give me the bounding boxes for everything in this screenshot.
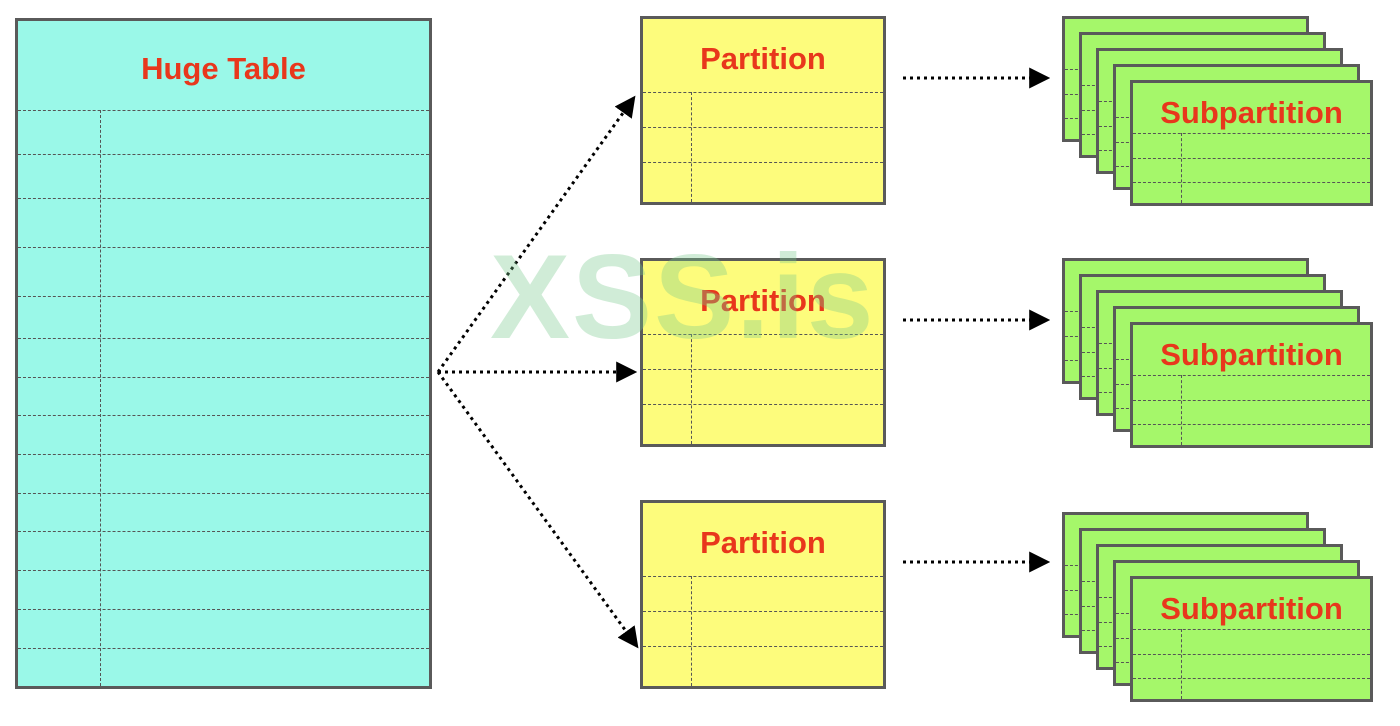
partition-title: Partition <box>700 41 826 76</box>
row-divider <box>18 296 429 297</box>
subpartition-front-card: Subpartition <box>1130 80 1373 206</box>
row-divider <box>1133 654 1370 655</box>
row-divider <box>643 127 883 128</box>
row-divider <box>18 609 429 610</box>
subpartition-title: Subpartition <box>1160 95 1343 130</box>
row-divider <box>643 611 883 612</box>
row-divider <box>1133 158 1370 159</box>
column-divider <box>691 92 692 202</box>
column-divider <box>691 334 692 444</box>
row-divider <box>18 531 429 532</box>
row-divider <box>1133 400 1370 401</box>
row-divider <box>18 247 429 248</box>
partition-title: Partition <box>700 283 826 318</box>
row-divider <box>18 415 429 416</box>
column-divider <box>100 110 101 686</box>
row-divider <box>643 404 883 405</box>
arrow-to-partition-1 <box>436 95 636 373</box>
row-divider <box>18 154 429 155</box>
huge-table: Huge Table <box>15 18 432 689</box>
row-divider <box>1133 182 1370 183</box>
subpartition-title: Subpartition <box>1160 337 1343 372</box>
subpartition-front-card: Subpartition <box>1130 322 1373 448</box>
row-divider <box>1133 375 1370 376</box>
row-divider <box>18 377 429 378</box>
row-divider <box>643 369 883 370</box>
column-divider <box>1181 629 1182 699</box>
row-divider <box>643 646 883 647</box>
partition-2: Partition <box>640 258 886 447</box>
column-divider <box>691 576 692 686</box>
arrow-to-partition-3 <box>436 371 639 649</box>
partition-title: Partition <box>700 525 826 560</box>
column-divider <box>1181 133 1182 203</box>
column-divider <box>1181 375 1182 445</box>
subpartition-front-card: Subpartition <box>1130 576 1373 702</box>
row-divider <box>643 92 883 93</box>
row-divider <box>1133 424 1370 425</box>
row-divider <box>1133 678 1370 679</box>
row-divider <box>18 648 429 649</box>
huge-table-title: Huge Table <box>141 51 306 86</box>
row-divider <box>1133 133 1370 134</box>
row-divider <box>643 162 883 163</box>
row-divider <box>18 570 429 571</box>
row-divider <box>643 576 883 577</box>
partition-3: Partition <box>640 500 886 689</box>
row-divider <box>1133 629 1370 630</box>
partition-1: Partition <box>640 16 886 205</box>
row-divider <box>18 493 429 494</box>
row-divider <box>643 334 883 335</box>
subpartition-title: Subpartition <box>1160 591 1343 626</box>
row-divider <box>18 110 429 111</box>
row-divider <box>18 198 429 199</box>
row-divider <box>18 338 429 339</box>
row-divider <box>18 454 429 455</box>
